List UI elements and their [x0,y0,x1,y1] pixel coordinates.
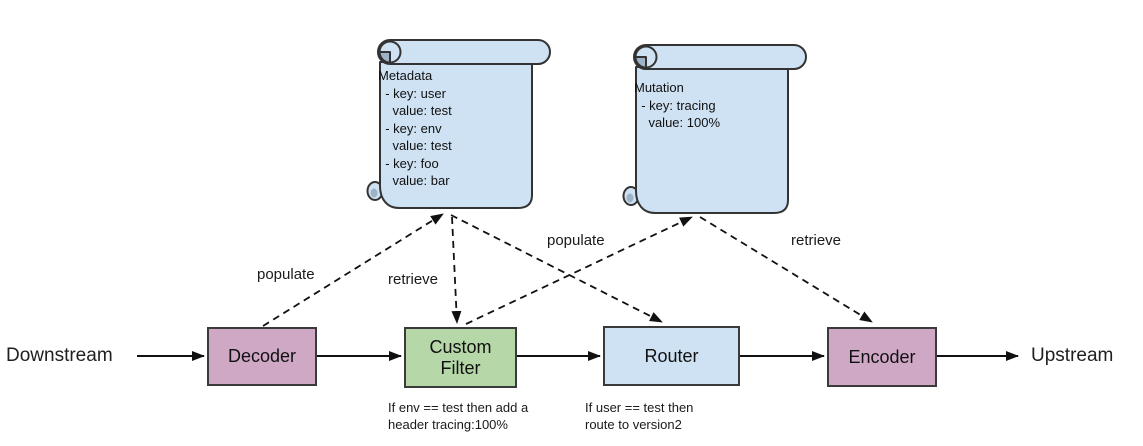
edge-metadata-router [450,214,663,323]
scroll-metadata-line: value: test [378,103,452,118]
flow-node-custom-filter: Custom Filter [404,327,517,388]
scroll-metadata-text: Metadata - key: user value: test - key: … [378,67,452,190]
custom-filter-caption: If env == test then add a header tracing… [388,399,528,433]
downstream-label: Downstream [6,345,113,366]
scroll-metadata-line: Metadata [378,68,433,83]
flow-node-router-label: Router [644,345,699,366]
scroll-metadata-line: value: bar [378,173,450,188]
edge-label-populate-right: populate [547,232,605,249]
scroll-mutation-line: value: 100% [634,115,720,130]
flow-node-encoder-label: Encoder [848,346,916,367]
edge-retrieve-mutation-encoder [699,216,873,323]
scroll-mutation-line: - key: tracing [634,97,716,113]
edge-retrieve-metadata-filter [451,216,462,324]
flow-node-encoder: Encoder [827,327,937,387]
flow-node-decoder: Decoder [207,327,317,386]
dashed-edges [262,213,873,327]
edge-label-retrieve-right: retrieve [791,232,842,249]
router-caption-line: route to version2 [585,417,682,432]
edge-label-retrieve-left: retrieve [388,271,439,288]
upstream-label: Upstream [1031,345,1114,366]
custom-filter-caption-line: header tracing:100% [388,417,508,432]
custom-filter-caption-line: If env == test then add a [388,400,529,415]
flow-node-custom-filter-label: Custom Filter [429,336,492,378]
scroll-mutation-text: Mutation - key: tracing value: 100% [634,79,720,132]
scroll-metadata-line: - key: user [378,85,446,101]
scroll-mutation-line: Mutation [634,80,684,95]
scroll-metadata-line: - key: foo [378,155,439,171]
edge-label-populate-left: populate [257,266,315,283]
router-caption-line: If user == test then [585,400,694,415]
flow-node-router: Router [603,326,740,386]
edge-populate-filter-mutation [465,216,693,325]
flow-node-decoder-label: Decoder [227,346,297,366]
scroll-metadata-line: - key: env [378,120,442,136]
router-caption: If user == test then route to version2 [585,399,693,433]
scroll-metadata-line: value: test [378,138,452,153]
